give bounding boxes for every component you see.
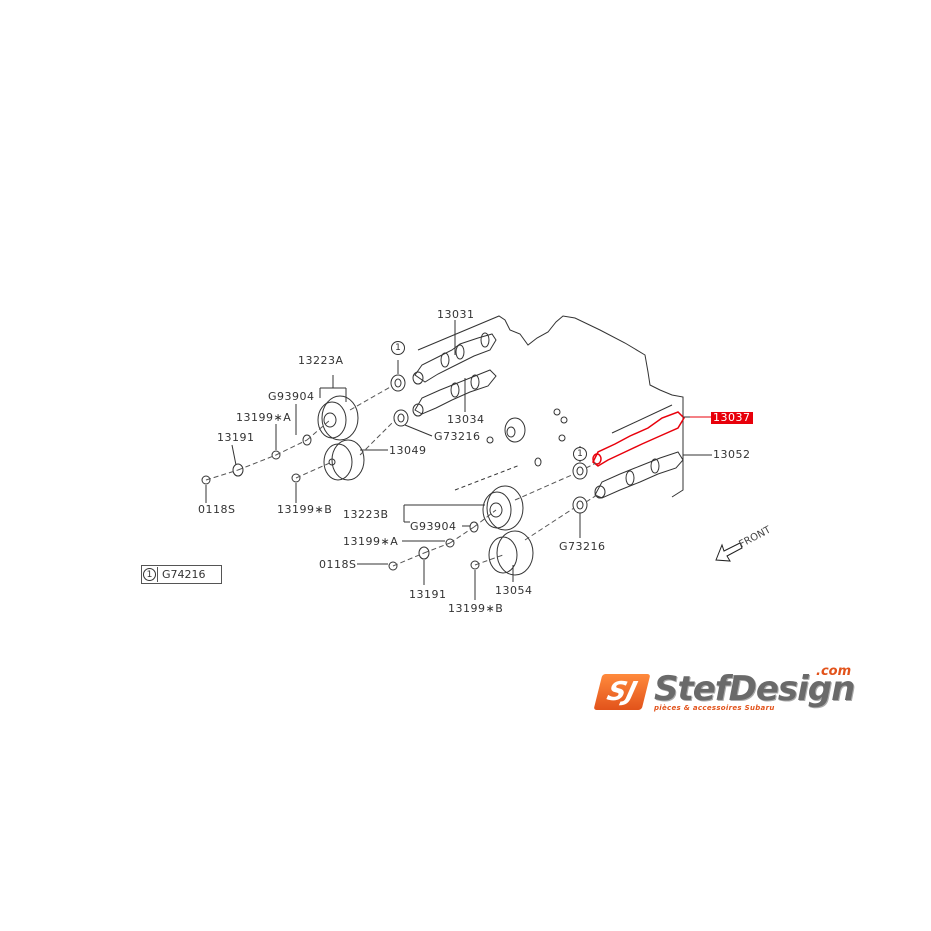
oil-seal-mid <box>572 462 588 480</box>
logo-name: StefDesign <box>654 669 855 709</box>
label-13052[interactable]: 13052 <box>713 448 751 461</box>
label-13199B-top[interactable]: 13199∗B <box>277 503 333 516</box>
legend-marker-cell: 1 <box>142 567 158 582</box>
camshaft-13052 <box>594 451 684 499</box>
label-G73216-top[interactable]: G73216 <box>434 430 481 443</box>
ref-marker-bottom: 1 <box>573 447 587 461</box>
label-G93904-bot[interactable]: G93904 <box>410 520 457 533</box>
legend-marker-circle: 1 <box>143 568 156 581</box>
label-13223A[interactable]: 13223A <box>298 354 344 367</box>
oil-seal-top <box>390 374 406 392</box>
sprocket-13223A <box>317 395 359 441</box>
sprocket-13223B <box>482 485 524 531</box>
cylinder-head-outline <box>417 315 684 498</box>
label-13199A-bot[interactable]: 13199∗A <box>343 535 399 548</box>
sprocket-13049 <box>323 439 365 481</box>
label-G73216-bot[interactable]: G73216 <box>559 540 606 553</box>
label-0118S-top[interactable]: 0118S <box>198 503 236 516</box>
sprocket-13054 <box>488 530 534 576</box>
idler-pulley <box>504 417 526 443</box>
label-13037-highlighted[interactable]: 13037 <box>711 411 753 424</box>
ref-marker-text: 1 <box>577 449 583 459</box>
label-0118S-bot[interactable]: 0118S <box>319 558 357 571</box>
camshaft-13037-highlight <box>592 411 685 467</box>
logo-domain: .com <box>816 664 852 679</box>
label-13199B-bot[interactable]: 13199∗B <box>448 602 504 615</box>
label-G93904-top[interactable]: G93904 <box>268 390 315 403</box>
label-13034[interactable]: 13034 <box>447 413 485 426</box>
label-13191-bot[interactable]: 13191 <box>409 588 447 601</box>
label-13191-top[interactable]: 13191 <box>217 431 255 444</box>
legend-code: G74216 <box>162 568 206 581</box>
label-13049[interactable]: 13049 <box>389 444 427 457</box>
label-13031[interactable]: 13031 <box>437 308 475 321</box>
label-13199A-top[interactable]: 13199∗A <box>236 411 292 424</box>
oil-seal-G73216-bot <box>572 496 588 514</box>
logo-tagline: pièces & accessoires Subaru <box>654 704 775 712</box>
logo-badge-icon: SJ <box>593 674 651 710</box>
legend-box: 1 G74216 <box>141 565 222 584</box>
stefdesign-logo: SJ StefDesign .com pièces & accessoires … <box>593 664 856 718</box>
label-13223B[interactable]: 13223B <box>343 508 389 521</box>
oil-seal-G73216-top <box>393 409 409 427</box>
ref-marker-text: 1 <box>395 343 401 353</box>
camshaft-13034 <box>412 369 497 417</box>
label-13054[interactable]: 13054 <box>495 584 533 597</box>
front-arrow-icon <box>715 542 743 562</box>
ref-marker-top: 1 <box>391 341 405 355</box>
camshaft-13031 <box>412 332 497 385</box>
